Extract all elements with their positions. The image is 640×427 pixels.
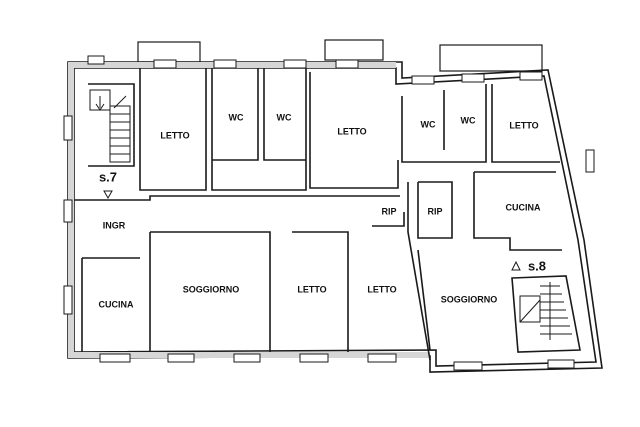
label-stair-right: s.8 — [528, 258, 546, 273]
label-wc-2: WC — [277, 112, 292, 122]
label-cucina-left: CUCINA — [99, 299, 134, 309]
stair-arrows — [103, 190, 521, 271]
outer-walls — [67, 61, 603, 373]
label-wc-1: WC — [229, 112, 244, 122]
label-letto-4: LETTO — [297, 284, 326, 294]
label-letto-1: LETTO — [160, 130, 189, 140]
label-stair-left: s.7 — [99, 169, 117, 184]
stair-left — [89, 89, 131, 163]
label-letto-5: LETTO — [367, 284, 396, 294]
arrow-up-icon — [511, 260, 521, 271]
label-soggiorno-left: SOGGIORNO — [183, 284, 240, 294]
label-letto-3: LETTO — [509, 120, 538, 130]
label-cucina-right: CUCINA — [506, 202, 541, 212]
label-wc-4: WC — [461, 115, 476, 125]
label-rip-1: RIP — [381, 206, 396, 216]
room-labels: LETTO WC WC LETTO WC WC LETTO s.7 INGR R… — [99, 112, 547, 309]
label-soggiorno-right: SOGGIORNO — [441, 294, 498, 304]
label-ingr: INGR — [103, 220, 126, 230]
stair-right — [519, 282, 572, 340]
label-wc-3: WC — [421, 119, 436, 129]
label-letto-2: LETTO — [337, 126, 366, 136]
label-rip-2: RIP — [427, 206, 442, 216]
interior-walls — [74, 68, 581, 361]
arrow-down-icon — [103, 190, 113, 200]
balconies — [137, 39, 543, 72]
windows — [63, 55, 595, 371]
